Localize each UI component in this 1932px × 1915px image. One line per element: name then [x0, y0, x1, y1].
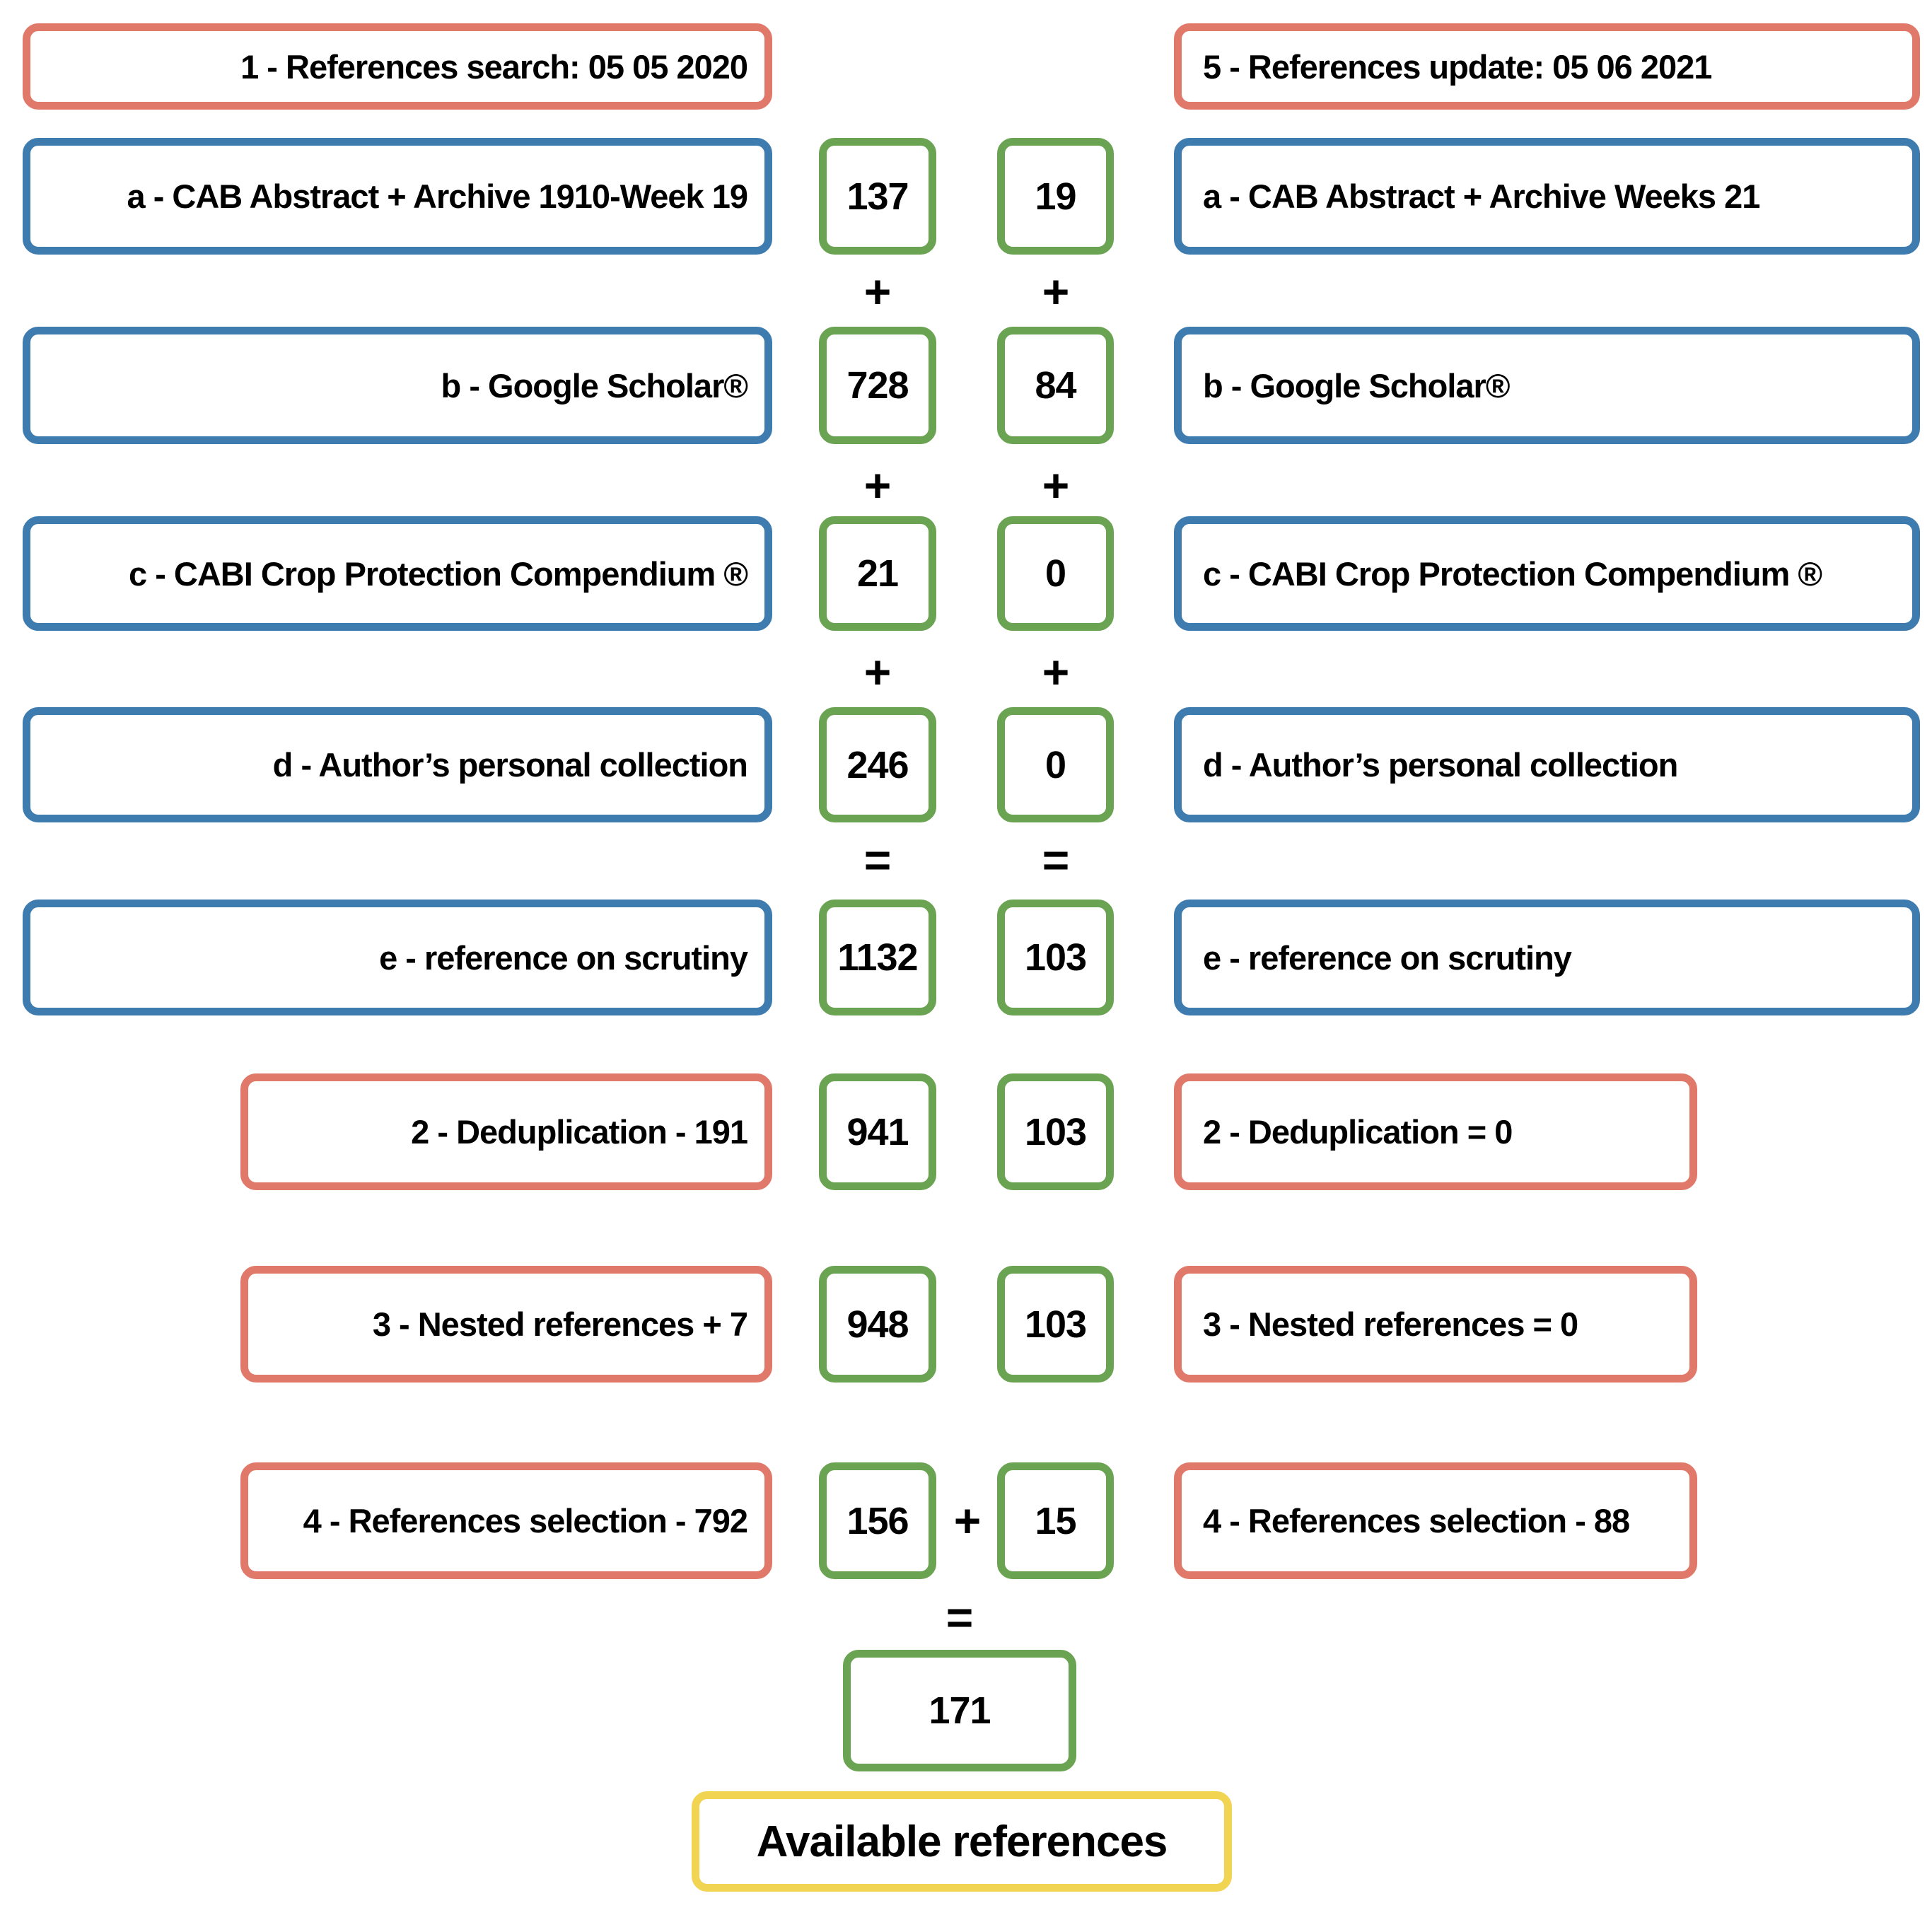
source-d-update-count: 0 — [1044, 743, 1066, 786]
step-3-update-count-box: 103 — [997, 1266, 1114, 1383]
source-a-update-count: 19 — [1035, 175, 1076, 218]
source-e-search-count-box: 1132 — [819, 900, 936, 1015]
source-e-right-label: e - reference on scrutiny — [1203, 938, 1572, 977]
source-d-search-count-box: 246 — [819, 707, 936, 822]
equals-operator-update-d: = — [1042, 834, 1070, 886]
step-3-left-box: 3 - Nested references + 7 — [240, 1266, 772, 1383]
references-search-header-label: 1 - References search: 05 05 2020 — [240, 47, 748, 86]
step-4-left-box: 4 - References selection - 792 — [240, 1462, 772, 1579]
source-a-left-label: a - CAB Abstract + Archive 1910-Week 19 — [127, 177, 748, 215]
total-count-box: 171 — [843, 1650, 1076, 1771]
source-d-right-label: d - Author’s personal collection — [1203, 746, 1678, 784]
source-e-search-count: 1132 — [837, 936, 918, 979]
source-a-search-count-box: 137 — [819, 138, 936, 255]
plus-operator-update-b: + — [1042, 459, 1070, 511]
plus-operator-step-4: + — [953, 1494, 982, 1547]
references-update-header-box: 5 - References update: 05 06 2021 — [1174, 23, 1920, 110]
source-b-left-box: b - Google Scholar® — [23, 327, 772, 444]
source-b-right-label: b - Google Scholar® — [1203, 366, 1510, 404]
step-3-update-count: 103 — [1024, 1303, 1087, 1346]
source-a-right-label: a - CAB Abstract + Archive Weeks 21 — [1203, 177, 1760, 215]
step-2-left-label: 2 - Deduplication - 191 — [411, 1113, 748, 1151]
step-3-search-count-box: 948 — [819, 1266, 936, 1383]
source-e-update-count: 103 — [1024, 936, 1087, 979]
equals-operator-total: = — [945, 1591, 974, 1643]
step-3-left-label: 3 - Nested references + 7 — [372, 1305, 748, 1343]
source-b-left-label: b - Google Scholar® — [441, 366, 748, 404]
source-c-update-count: 0 — [1044, 552, 1066, 595]
source-c-search-count: 21 — [856, 552, 899, 595]
plus-operator-search-b: + — [863, 459, 892, 511]
step-2-update-count: 103 — [1024, 1110, 1087, 1153]
source-d-left-label: d - Author’s personal collection — [272, 746, 748, 784]
references-update-header-label: 5 - References update: 05 06 2021 — [1203, 47, 1712, 86]
source-d-right-box: d - Author’s personal collection — [1174, 707, 1920, 822]
references-search-header-box: 1 - References search: 05 05 2020 — [23, 23, 772, 110]
source-a-search-count: 137 — [846, 175, 909, 218]
source-c-left-label: c - CABI Crop Protection Compendium ® — [129, 554, 748, 593]
step-3-search-count: 948 — [846, 1303, 909, 1346]
step-4-left-label: 4 - References selection - 792 — [303, 1502, 748, 1539]
step-4-update-count-box: 15 — [997, 1462, 1114, 1579]
source-b-update-count: 84 — [1035, 364, 1076, 407]
step-2-right-label: 2 - Deduplication = 0 — [1203, 1113, 1513, 1151]
plus-operator-search-a: + — [863, 265, 892, 318]
step-4-search-count: 156 — [846, 1499, 909, 1542]
step-2-search-count-box: 941 — [819, 1073, 936, 1190]
source-b-search-count-box: 728 — [819, 327, 936, 444]
available-references-label: Available references — [756, 1817, 1168, 1866]
source-e-left-box: e - reference on scrutiny — [23, 900, 772, 1015]
source-e-left-label: e - reference on scrutiny — [379, 938, 748, 977]
source-d-update-count-box: 0 — [997, 707, 1114, 822]
total-count: 171 — [929, 1689, 991, 1732]
source-d-left-box: d - Author’s personal collection — [23, 707, 772, 822]
step-4-update-count: 15 — [1035, 1499, 1076, 1542]
source-b-update-count-box: 84 — [997, 327, 1114, 444]
plus-operator-update-c: + — [1042, 646, 1070, 698]
step-2-search-count: 941 — [846, 1110, 909, 1153]
source-b-search-count: 728 — [846, 364, 909, 407]
source-d-search-count: 246 — [846, 743, 909, 786]
step-4-search-count-box: 156 — [819, 1462, 936, 1579]
plus-operator-search-c: + — [863, 646, 892, 698]
step-2-update-count-box: 103 — [997, 1073, 1114, 1190]
source-c-left-box: c - CABI Crop Protection Compendium ® — [23, 516, 772, 631]
step-4-right-box: 4 - References selection - 88 — [1174, 1462, 1697, 1579]
source-a-left-box: a - CAB Abstract + Archive 1910-Week 19 — [23, 138, 772, 255]
plus-operator-update-a: + — [1042, 265, 1070, 318]
step-4-right-label: 4 - References selection - 88 — [1203, 1502, 1630, 1539]
available-references-box: Available references — [692, 1791, 1232, 1892]
source-a-update-count-box: 19 — [997, 138, 1114, 255]
step-2-right-box: 2 - Deduplication = 0 — [1174, 1073, 1697, 1190]
source-c-right-box: c - CABI Crop Protection Compendium ® — [1174, 516, 1920, 631]
source-b-right-box: b - Google Scholar® — [1174, 327, 1920, 444]
source-c-right-label: c - CABI Crop Protection Compendium ® — [1203, 554, 1822, 593]
source-a-right-box: a - CAB Abstract + Archive Weeks 21 — [1174, 138, 1920, 255]
source-c-update-count-box: 0 — [997, 516, 1114, 631]
source-e-update-count-box: 103 — [997, 900, 1114, 1015]
source-e-right-box: e - reference on scrutiny — [1174, 900, 1920, 1015]
step-3-right-label: 3 - Nested references = 0 — [1203, 1305, 1578, 1343]
step-2-left-box: 2 - Deduplication - 191 — [240, 1073, 772, 1190]
step-3-right-box: 3 - Nested references = 0 — [1174, 1266, 1697, 1383]
equals-operator-search-d: = — [863, 834, 892, 886]
source-c-search-count-box: 21 — [819, 516, 936, 631]
